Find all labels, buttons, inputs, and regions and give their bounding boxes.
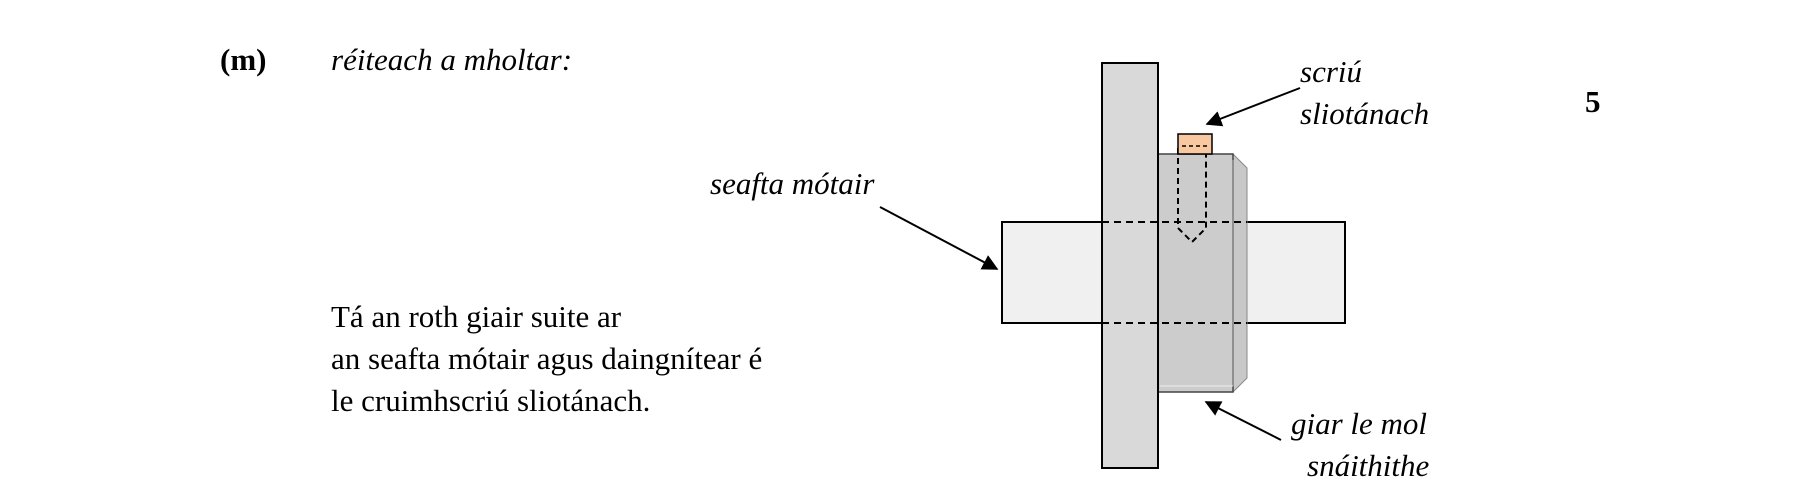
marks-value: 5 [1585, 84, 1601, 119]
gear-hub [1157, 153, 1234, 393]
motor-shaft-label: seafta mótair [710, 166, 875, 201]
gear-label-line1: giar le mol [1291, 406, 1428, 441]
solution-description: Tá an roth giair suite ar an seafta móta… [331, 296, 762, 422]
description-line: an seafta mótair agus daingnítear é [331, 341, 763, 376]
screw-pointer [1205, 87, 1301, 127]
gear-pointer [1204, 401, 1282, 441]
screw-label-line2: sliotánach [1300, 96, 1430, 131]
question-number: (m) [220, 42, 267, 77]
screw-label-line1: scriú [1300, 54, 1362, 89]
gear-label-line2: snáithithe [1307, 448, 1430, 483]
motor-shaft-pointer [879, 206, 999, 270]
grub-screw-head [1177, 133, 1213, 155]
question-heading: réiteach a mholtar: [331, 42, 573, 77]
description-line: le cruimhscriú sliotánach. [331, 383, 651, 418]
hidden-screw-outline [1177, 148, 1207, 244]
gear-wheel-plate [1101, 62, 1159, 469]
description-line: Tá an roth giair suite ar [331, 299, 622, 334]
